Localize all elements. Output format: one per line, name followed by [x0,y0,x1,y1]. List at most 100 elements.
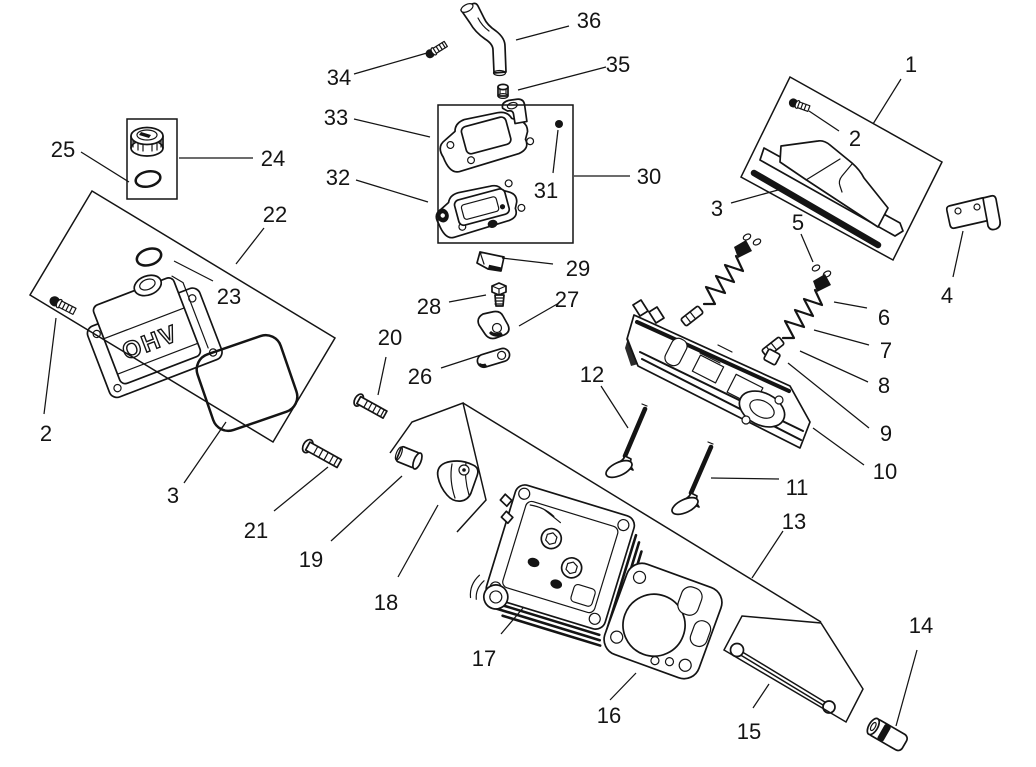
leader-33 [353,118,431,138]
callout-10: 10 [873,459,897,484]
leader-21 [273,466,329,512]
grommet-35 [497,83,509,99]
leader-20 [377,356,387,396]
head-bolt-20 [353,393,388,419]
callout-27: 27 [555,287,579,312]
leader-32 [355,179,429,203]
leader-17 [500,607,524,635]
callout-34: 34 [327,65,351,90]
leader-11 [710,477,780,480]
callout-20: 20 [378,325,402,350]
spring-spacer-9 [763,348,781,366]
callout-22: 22 [263,202,287,227]
cylinder-head-10 [625,299,811,449]
callout-21: 21 [244,518,268,543]
fitting-28 [491,282,507,307]
leader-35 [517,66,607,91]
breather-cover-33 [439,98,535,173]
cover-screw-2-left [49,296,77,315]
stem-seal-cap-14 [866,717,908,752]
leader-6 [833,301,868,309]
callout-3-left: 3 [167,483,179,508]
leader-14 [895,649,918,727]
callout-19: 19 [299,547,323,572]
leader-16 [609,672,637,701]
callout-12: 12 [580,362,604,387]
callout-33: 33 [324,105,348,130]
callout-13: 13 [782,509,806,534]
leader-4 [952,230,964,278]
cover-screw-2 [788,98,811,113]
knob-18 [436,460,479,502]
rocker-stud-seat [540,527,583,579]
breather-plate-32 [435,179,526,239]
rocker-arm-27 [477,310,510,340]
cap-o-ring-25 [134,169,162,189]
leader-23 [173,260,214,282]
leader-10 [812,427,865,466]
leader-26 [440,354,482,369]
leader-19 [330,475,403,542]
leader-2-left [43,317,57,415]
leader-12 [600,385,629,429]
valve-spring-exhaust [761,264,832,366]
leader-1 [872,78,902,125]
valve-12 [605,403,648,479]
callout-23: 23 [217,284,241,309]
leader-29 [501,257,554,265]
callout-2-left: 2 [40,421,52,446]
head-bolt-21 [301,438,343,469]
leader-13 [751,530,784,579]
kit-13-diagonal [462,402,822,623]
leader-18 [397,504,439,578]
box-group-22 [28,189,337,444]
callout-26: 26 [408,364,432,389]
leader-15 [752,683,770,709]
callouts-layer: 1234567891011121314151617181920212322232… [40,8,964,744]
valve-cover-ohv: OHV [86,274,223,399]
callout-8: 8 [878,373,890,398]
bracket-4 [945,194,1002,231]
cover-o-ring-23 [135,247,163,267]
push-rod-15 [729,642,836,714]
callout-15: 15 [737,719,761,744]
parts-layer: OHV [49,2,1002,752]
leader-36 [515,25,570,41]
breather-screw-34 [425,40,448,59]
callout-35: 35 [606,52,630,77]
callout-1: 1 [905,52,917,77]
callout-25: 25 [51,137,75,162]
leader-27 [518,302,560,327]
guide-bushing-19 [394,445,423,470]
callout-16: 16 [597,703,621,728]
leader-7 [813,329,870,346]
callout-14: 14 [909,613,933,638]
head-stud-boss [632,299,649,317]
head-valve-cover-1 [750,139,904,249]
callout-32: 32 [326,165,350,190]
callout-4: 4 [941,283,953,308]
arm-26 [476,347,511,369]
head-spring-seat [469,574,509,610]
callout-3-strip: 3 [711,196,723,221]
leader-3-left [183,421,227,484]
callout-11: 11 [786,475,809,500]
box-group-1 [740,75,943,262]
leader-3-strip [730,189,779,204]
box-group-30 [437,104,574,244]
callout-6: 6 [878,305,890,330]
leader-34 [353,52,428,75]
leader-2-cover [808,110,840,132]
vent-hole-dot-31 [555,120,563,128]
valve-11 [671,441,714,516]
wedge-29 [476,251,505,272]
callout-24: 24 [261,146,285,171]
oil-fill-cap [130,126,164,157]
callout-9: 9 [880,421,892,446]
leader-8 [799,350,869,383]
exhaust-port-flange [738,390,786,428]
leader-22 [235,227,265,265]
callout-36: 36 [577,8,601,33]
